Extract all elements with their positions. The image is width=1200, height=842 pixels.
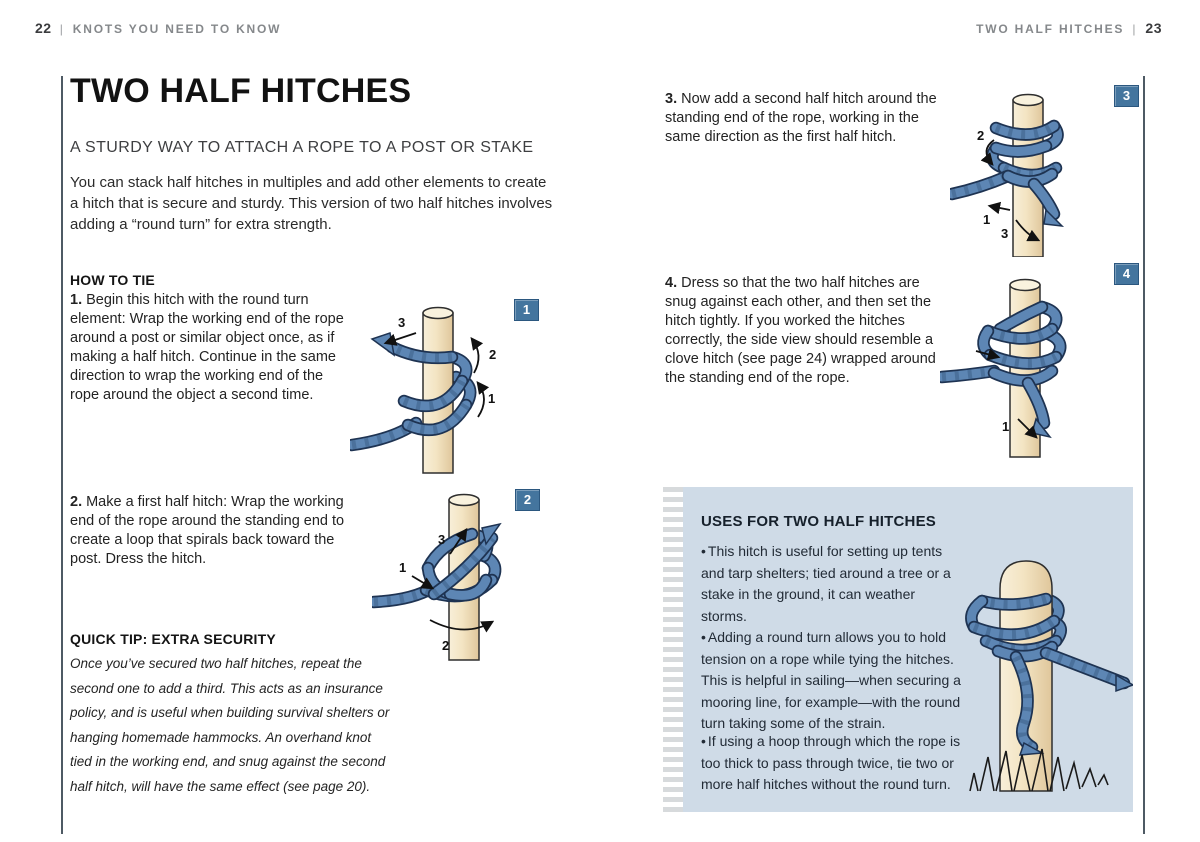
figure-step-2-illustration: 1 2 3 (372, 493, 502, 661)
figure3-label-3: 3 (1001, 226, 1008, 241)
step-3-text: 3.Now add a second half hitch around the… (665, 91, 937, 145)
figure2-label-1: 1 (399, 560, 406, 575)
figure3-label-1: 1 (983, 212, 990, 227)
step-badge-3: 3 (1114, 85, 1139, 107)
figure-annotations: 1 (975, 348, 1038, 439)
figure1-label-2: 2 (489, 347, 496, 362)
figure3-label-2: 2 (977, 128, 984, 143)
figure-annotations: 1 2 3 (977, 128, 1041, 242)
step-1-text: 1.Begin this hitch with the round turn e… (70, 292, 344, 403)
quick-tip-heading: QUICK TIP: EXTRA SECURITY (70, 631, 276, 647)
bullet-icon: • (701, 629, 706, 645)
figure1-label-1: 1 (488, 391, 495, 406)
figure-annotations: 1 2 3 (399, 527, 495, 653)
running-head-right: TWO HALF HITCHES | 23 (976, 20, 1162, 36)
grass (969, 748, 1109, 792)
step-2-text: 2.Make a first half hitch: Wrap the work… (70, 494, 345, 567)
book-title: KNOTS YOU NEED TO KNOW (72, 22, 282, 36)
quick-tip-body: Once you’ve secured two half hitches, re… (70, 656, 390, 794)
rope-front (350, 332, 473, 452)
step-2-number: 2. (70, 494, 83, 510)
figure-annotations: 1 2 3 (383, 315, 496, 418)
bullet-icon: • (701, 733, 706, 749)
intro-paragraph: You can stack half hitches in multiples … (70, 174, 553, 233)
figure-uses-illustration (965, 560, 1133, 792)
uses-bullet-3: •If using a hoop through which the rope … (701, 733, 961, 792)
how-to-tie-heading: HOW TO TIE (70, 272, 155, 288)
page-title: TWO HALF HITCHES (70, 72, 412, 110)
chapter-title: TWO HALF HITCHES (976, 22, 1125, 36)
running-head-left: 22 | KNOTS YOU NEED TO KNOW (35, 20, 281, 36)
figure-step-3-illustration: 1 2 3 (950, 93, 1065, 257)
step-badge-2: 2 (515, 489, 540, 511)
step-badge-4: 4 (1114, 263, 1139, 285)
page-number-right: 23 (1145, 20, 1162, 36)
step-badge-1: 1 (514, 299, 539, 321)
uses-box-striped-edge (663, 487, 683, 812)
step-4-text: 4.Dress so that the two half hitches are… (665, 275, 936, 386)
left-page-rule (61, 76, 63, 834)
figure-step-1-illustration: 1 2 3 (350, 306, 496, 474)
step-3-number: 3. (665, 91, 678, 107)
page-subtitle: A STURDY WAY TO ATTACH A ROPE TO A POST … (70, 139, 534, 156)
step-4-number: 4. (665, 275, 678, 291)
figure1-label-3: 3 (398, 315, 405, 330)
uses-box-heading: USES FOR TWO HALF HITCHES (701, 513, 936, 530)
right-page-rule (1143, 76, 1145, 834)
figure4-label-1: 1 (1002, 419, 1009, 434)
header-divider: | (59, 22, 65, 36)
uses-bullet-1: •This hitch is useful for setting up ten… (701, 543, 951, 624)
page-number-left: 22 (35, 20, 52, 36)
figure2-label-2: 2 (442, 638, 449, 653)
bullet-icon: • (701, 543, 706, 559)
figure-step-4-illustration: 1 (940, 278, 1067, 458)
uses-bullet-2: •Adding a round turn allows you to hold … (701, 629, 961, 731)
rope-front (965, 592, 1133, 756)
step-1-number: 1. (70, 292, 83, 308)
figure2-label-3: 3 (438, 532, 445, 547)
rope-front (950, 119, 1065, 227)
header-divider: | (1132, 22, 1138, 36)
